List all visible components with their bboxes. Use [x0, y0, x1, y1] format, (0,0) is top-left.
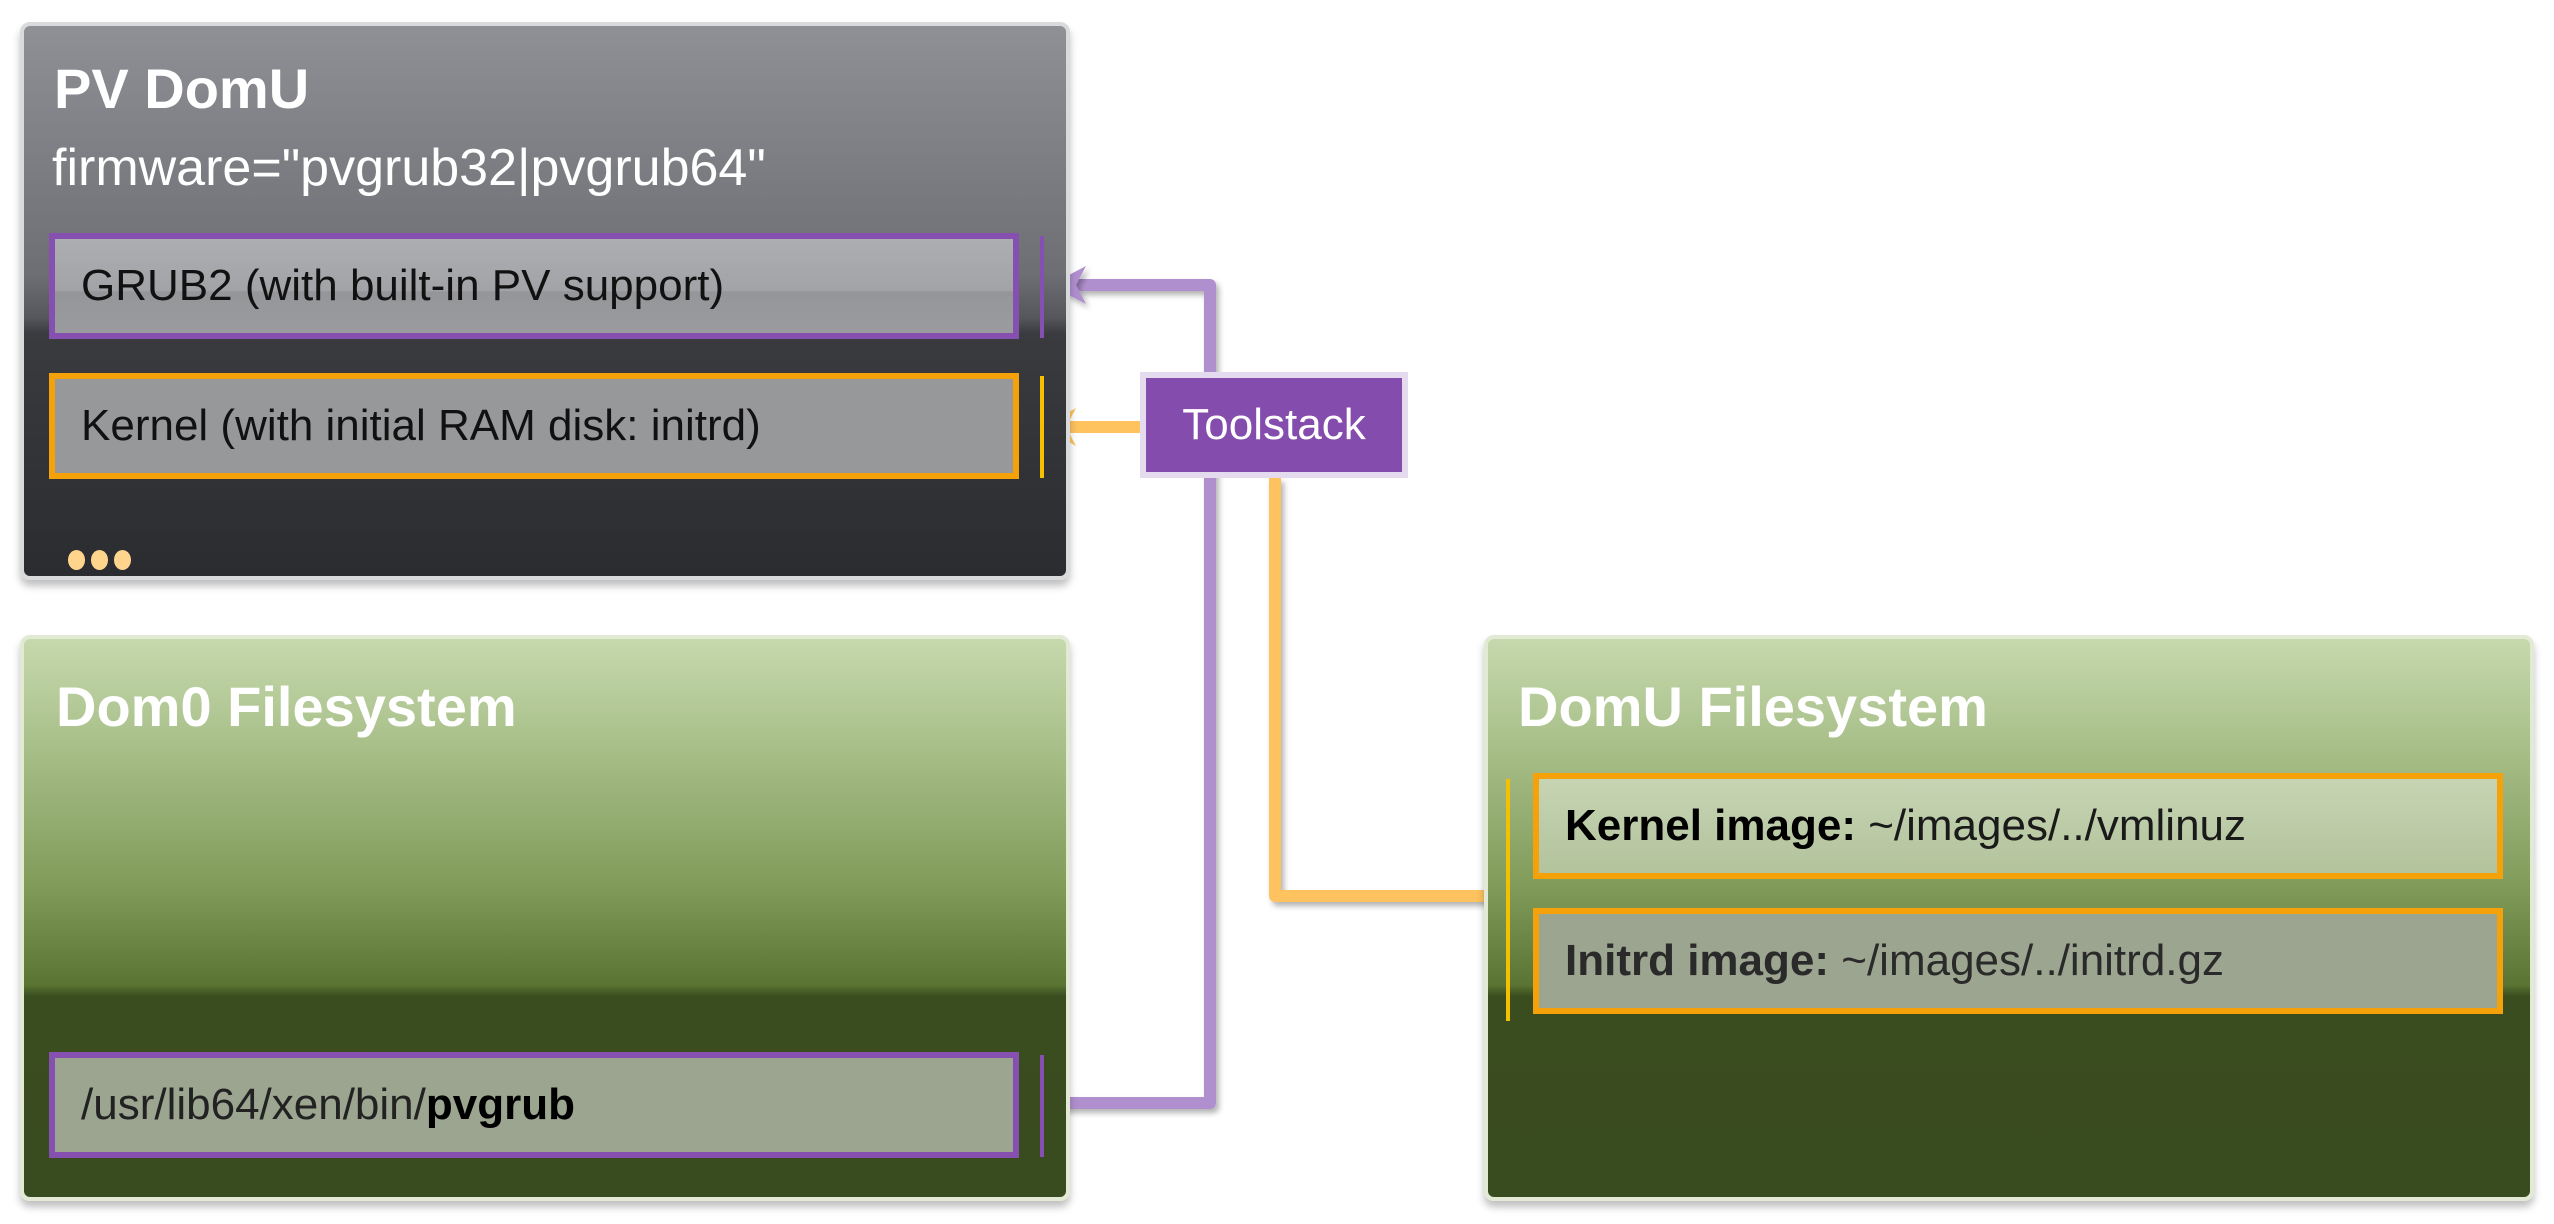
- domu-filesystem-panel: DomU Filesystem Kernel image: ~/images/.…: [1484, 635, 2534, 1201]
- dot: [114, 550, 131, 570]
- grub2-label: GRUB2 (with built-in PV support): [81, 261, 725, 310]
- initrd-image-box[interactable]: Initrd image: ~/images/../initrd.gz: [1533, 908, 2503, 1014]
- toolstack-to-domu-connector: [1269, 478, 1506, 902]
- toolstack-box[interactable]: Toolstack: [1140, 372, 1408, 478]
- firmware-label: firmware="pvgrub32|pvgrub64": [52, 139, 766, 197]
- kernel-box[interactable]: Kernel (with initial RAM disk: initrd): [49, 373, 1019, 479]
- pvgrub-path-prefix: /usr/lib64/xen/bin/: [81, 1080, 426, 1129]
- dom0-filesystem-title: Dom0 Filesystem: [56, 675, 517, 738]
- pvgrub-path-box[interactable]: /usr/lib64/xen/bin/pvgrub: [49, 1052, 1019, 1158]
- kernel-image-key: Kernel image:: [1565, 801, 1856, 850]
- initrd-image-key: Initrd image:: [1565, 936, 1830, 985]
- kernel-label: Kernel (with initial RAM disk: initrd): [81, 401, 761, 450]
- grub2-box[interactable]: GRUB2 (with built-in PV support): [49, 233, 1019, 339]
- dot: [91, 550, 108, 570]
- pvgrub-path-bold: pvgrub: [425, 1080, 575, 1129]
- domu-images-bar: [1506, 779, 1510, 1021]
- pvgrub-to-grub-connector: [1050, 279, 1216, 1109]
- domu-filesystem-title: DomU Filesystem: [1518, 675, 1988, 738]
- pv-domu-panel: PV DomU firmware="pvgrub32|pvgrub64" GRU…: [20, 22, 1070, 580]
- toolstack-label: Toolstack: [1182, 400, 1366, 449]
- kernel-image-path: ~/images/../vmlinuz: [1855, 801, 2247, 850]
- kernel-bar: [1040, 376, 1044, 478]
- pvgrub-bar: [1040, 1055, 1044, 1157]
- grub2-bar: [1040, 236, 1044, 338]
- initrd-image-path: ~/images/../initrd.gz: [1829, 936, 2224, 985]
- dot: [68, 550, 85, 570]
- more-icon: [68, 550, 131, 570]
- kernel-image-box[interactable]: Kernel image: ~/images/../vmlinuz: [1533, 773, 2503, 879]
- pv-domu-title: PV DomU: [54, 57, 310, 120]
- dom0-filesystem-panel: Dom0 Filesystem /usr/lib64/xen/bin/pvgru…: [20, 635, 1070, 1201]
